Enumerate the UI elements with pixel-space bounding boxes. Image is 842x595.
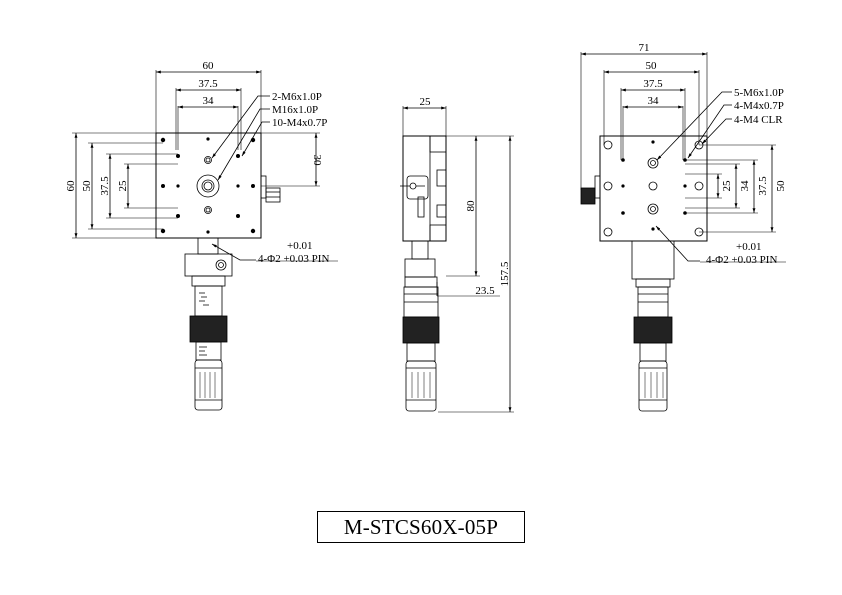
rear-dim-37-5: 37.5: [643, 78, 663, 90]
front-callout-m16: M16x1.0P: [272, 104, 318, 116]
front-dim-left-60: 60: [65, 180, 77, 192]
side-dim-25: 25: [420, 96, 432, 108]
front-dim-left-25: 25: [117, 180, 129, 192]
front-dim-right-30: 30: [311, 155, 323, 167]
rear-dim-50: 50: [646, 60, 658, 72]
front-callout-m6: 2-M6x1.0P: [272, 91, 322, 103]
front-center-hole: [196, 174, 220, 198]
rear-dim-34: 34: [648, 95, 660, 107]
rear-dim-71: 71: [639, 42, 650, 54]
rear-callout-m6: 5-M6x1.0P: [734, 87, 784, 99]
front-dim-37-5: 37.5: [198, 78, 218, 90]
side-view-labels: 25 80 23.5 157.5: [420, 96, 512, 297]
rear-dim-right-25: 25: [721, 180, 733, 192]
side-view: [400, 106, 514, 413]
rear-dim-right-37-5: 37.5: [757, 176, 769, 196]
front-pin-label: 4-Φ2 +0.03 PIN: [258, 253, 329, 265]
side-dim-80: 80: [465, 200, 477, 212]
front-dim-left-37-5: 37.5: [99, 176, 111, 196]
rear-pin-tol: +0.01: [736, 241, 761, 253]
rear-stage-plate: [599, 135, 708, 242]
rear-pin-label: 4-Φ2 +0.03 PIN: [706, 254, 777, 266]
front-stage-plate: [155, 132, 262, 239]
rear-callout-m4-clr: 4-M4 CLR: [734, 114, 783, 126]
front-dim-60: 60: [203, 60, 215, 72]
rear-dim-right-50: 50: [775, 180, 787, 192]
front-callout-m4: 10-M4x0.7P: [272, 117, 327, 129]
front-view-labels: 60 37.5 34 60 50 37.5 25 30 2-M6x1.0P M1…: [65, 60, 329, 265]
model-title: M-STCS60X-05P: [317, 511, 525, 543]
front-view: [72, 70, 338, 411]
side-dim-23-5: 23.5: [475, 285, 495, 297]
rear-view: [580, 52, 786, 412]
front-dim-34: 34: [203, 95, 215, 107]
rear-callout-m4: 4-M4x0.7P: [734, 100, 784, 112]
rear-view-labels: 71 50 37.5 34 25 34 37.5 50 5-M6x1.0P 4-…: [639, 42, 788, 266]
side-dim-157-5: 157.5: [499, 261, 511, 286]
front-pin-tol: +0.01: [287, 240, 312, 252]
rear-dim-right-34: 34: [739, 180, 751, 192]
front-dim-left-50: 50: [81, 180, 93, 192]
